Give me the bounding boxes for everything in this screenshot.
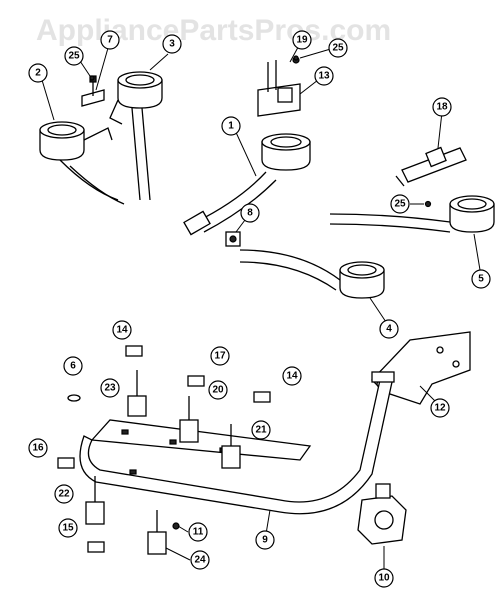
bracket-7 [81,75,105,107]
callout-8: 8 [240,203,260,223]
valve-22 [85,476,105,525]
svg-text:25: 25 [332,43,344,54]
leader-lines [41,39,481,572]
callout-23: 23 [100,378,120,398]
clip-14a [125,345,143,357]
svg-text:9: 9 [262,535,268,546]
svg-text:1: 1 [228,121,234,132]
callout-18: 18 [432,97,452,117]
callout-7: 7 [100,30,120,50]
callout-19: 19 [292,30,312,50]
burner-1 [183,133,311,236]
callout-14a: 14 [112,320,132,340]
callout-25c: 25 [390,194,410,214]
clip-15 [87,541,105,553]
callout-11: 11 [188,522,208,542]
burner-4 [239,249,385,299]
svg-text:8: 8 [247,208,253,219]
svg-text:5: 5 [478,274,484,285]
washer-6 [67,394,81,402]
svg-text:16: 16 [32,443,44,454]
callout-25a: 25 [64,46,84,66]
screw-11 [172,522,180,530]
callout-1: 1 [221,116,241,136]
burner-5 [329,195,495,233]
svg-text:22: 22 [58,489,70,500]
svg-text:3: 3 [169,39,175,50]
callout-10: 10 [374,568,394,588]
clip-16 [57,457,75,469]
svg-text:15: 15 [62,523,74,534]
callout-16: 16 [28,438,48,458]
callout-24: 24 [190,550,210,570]
svg-text:25: 25 [394,199,406,210]
svg-text:7: 7 [107,35,113,46]
callout-17: 17 [210,346,230,366]
callout-9: 9 [255,530,275,550]
igniter-18 [395,146,467,187]
callout-12: 12 [430,398,450,418]
svg-text:21: 21 [255,425,267,436]
callout-25b: 25 [328,38,348,58]
valve-23 [127,370,147,417]
screw-25c [424,200,432,208]
svg-text:10: 10 [378,573,390,584]
svg-text:19: 19 [296,35,308,46]
svg-text:25: 25 [68,51,80,62]
svg-text:24: 24 [194,555,206,566]
svg-text:2: 2 [35,68,41,79]
screw-25a [89,75,95,81]
burner-3 [109,71,163,201]
svg-text:17: 17 [214,351,226,362]
manifold-9 [79,371,395,515]
svg-text:14: 14 [286,371,298,382]
svg-text:23: 23 [104,383,116,394]
callout-20: 20 [208,380,228,400]
callout-13: 13 [314,66,334,86]
callout-6: 6 [63,356,83,376]
valve-20 [179,396,199,443]
svg-text:6: 6 [70,361,76,372]
screw-25b [293,55,299,61]
svg-text:14: 14 [116,325,128,336]
burner-2 [39,121,125,205]
callout-22: 22 [54,484,74,504]
clip-14b [253,391,271,403]
bracket-13 [257,56,301,117]
svg-text:11: 11 [193,527,204,538]
svg-text:20: 20 [212,385,224,396]
callout-21: 21 [251,420,271,440]
callouts: 1 2 3 4 5 6 7 8 9 10 11 12 13 14 14 15 1… [28,30,491,588]
callout-5: 5 [471,269,491,289]
callout-14b: 14 [282,366,302,386]
valve-21 [221,424,241,469]
valve-24 [147,510,167,555]
callout-3: 3 [162,34,182,54]
svg-text:12: 12 [434,403,446,414]
callout-4: 4 [379,319,399,339]
clip-17 [187,375,205,387]
svg-text:4: 4 [386,324,392,335]
svg-text:13: 13 [318,71,330,82]
svg-text:18: 18 [436,102,448,113]
callout-2: 2 [28,63,48,83]
orifice-8 [225,231,241,247]
callout-15: 15 [58,518,78,538]
regulator-10 [357,483,407,545]
